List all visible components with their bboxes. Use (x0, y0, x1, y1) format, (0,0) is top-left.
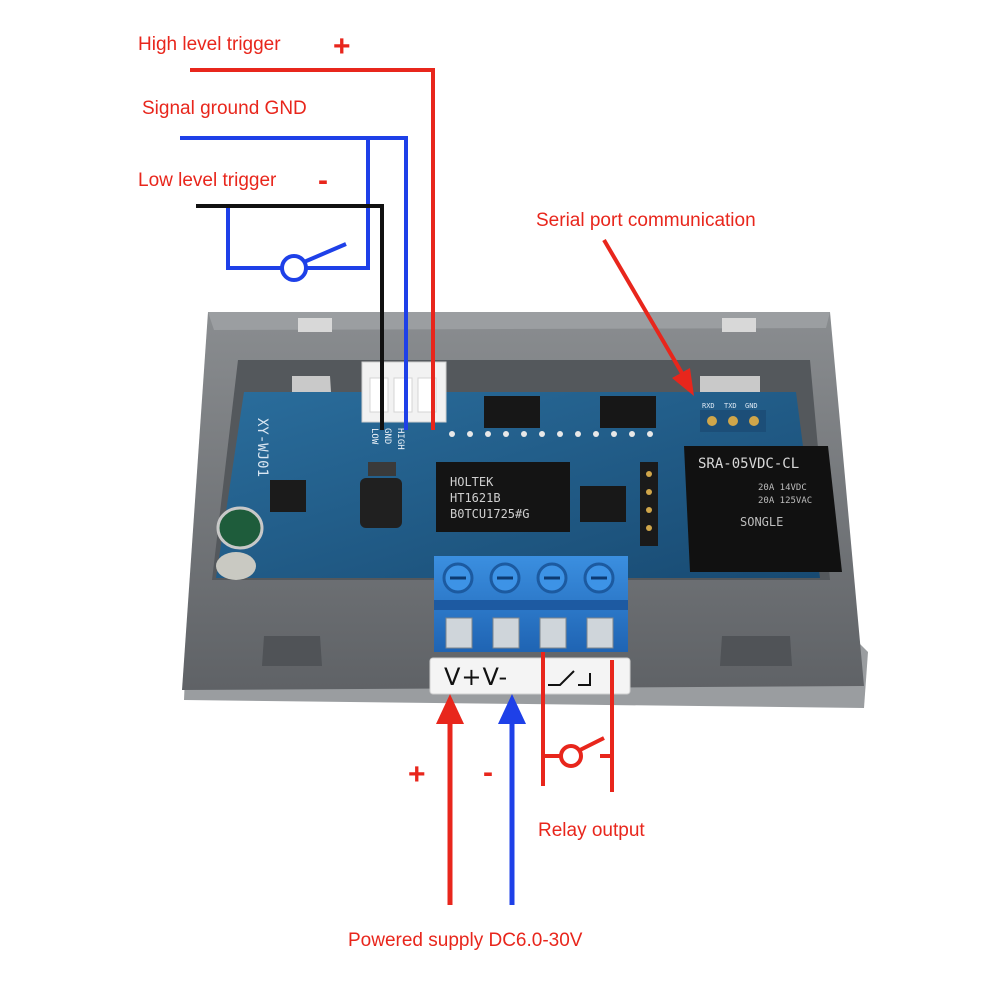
case-tab (298, 318, 332, 332)
serial-pointer (602, 238, 694, 396)
power-supply-label: Powered supply DC6.0-30V (348, 930, 583, 951)
gnd-wire (180, 136, 408, 430)
connector-pin-low: LOW (369, 428, 379, 445)
mcu-line1: HOLTEK (450, 475, 494, 489)
relay-contact-icon (548, 670, 591, 686)
capacitor (216, 506, 264, 550)
relay: SRA-05VDC-CL 20A 14VDC 20A 125VAC SONGLE (684, 446, 842, 572)
gnd-switch-loop (226, 138, 370, 270)
ic-secondary (580, 486, 626, 522)
terminal-label-text: V+V- (432, 660, 632, 696)
power-negative-arrow (498, 694, 526, 724)
optocoupler (600, 396, 656, 428)
relay-rating1: 20A 14VDC (758, 483, 807, 493)
inductor-label (368, 462, 396, 476)
trigger-wiring (180, 68, 435, 430)
pcb: XY-WJ01 HOLTEK HT1621B B0TCU1725#G (216, 361, 842, 580)
high-trigger-wire (190, 68, 435, 430)
optocoupler (484, 396, 540, 428)
serial-port-label: Serial port communication (536, 210, 756, 231)
pcb-model-text: XY-WJ01 (254, 418, 270, 477)
high-trigger-plus-sign: + (333, 30, 351, 63)
serial-pin-rxd: RXD (702, 402, 715, 410)
terminal-clamps (445, 617, 614, 649)
serial-header: RXD TXD GND (700, 402, 766, 432)
power-minus-sign: - (483, 756, 493, 789)
connector-pin-gnd: GND (382, 428, 392, 444)
high-level-trigger-label: High level trigger (138, 34, 281, 55)
case-slot (720, 636, 792, 666)
low-trigger-wire (196, 204, 384, 430)
relay-output-wiring (541, 652, 614, 792)
mcu-line3: B0TCU1725#G (450, 507, 529, 521)
mcu-line2: HT1621B (450, 491, 501, 505)
trigger-switch (280, 254, 308, 282)
power-positive-arrow (436, 694, 464, 724)
relay-model: SRA-05VDC-CL (698, 456, 799, 472)
low-level-trigger-label: Low level trigger (138, 170, 277, 191)
ic-small (270, 480, 306, 512)
pin-header (640, 462, 658, 546)
case-rim (208, 312, 830, 330)
inductor (360, 478, 402, 528)
relay-brand: SONGLE (740, 515, 783, 529)
power-plus-sign: + (408, 758, 426, 791)
relay-output-label: Relay output (538, 820, 645, 841)
power-wiring (436, 694, 526, 905)
serial-pin-gnd: GND (745, 402, 758, 410)
signal-ground-label: Signal ground GND (142, 98, 307, 119)
low-trigger-minus-sign: - (318, 164, 328, 197)
case-tab (722, 318, 756, 332)
relay-rating2: 20A 125VAC (758, 496, 812, 506)
connector-pin-high: HIGH (395, 428, 405, 450)
serial-pin-txd: TXD (724, 402, 737, 410)
terminal-power-text: V+V- (444, 663, 509, 691)
smd-row (449, 431, 653, 437)
mcu-chip (436, 462, 570, 532)
capacitor-top (216, 552, 256, 580)
case-slot (262, 636, 322, 666)
terminal-screws (442, 562, 615, 594)
terminal-block (429, 556, 631, 695)
